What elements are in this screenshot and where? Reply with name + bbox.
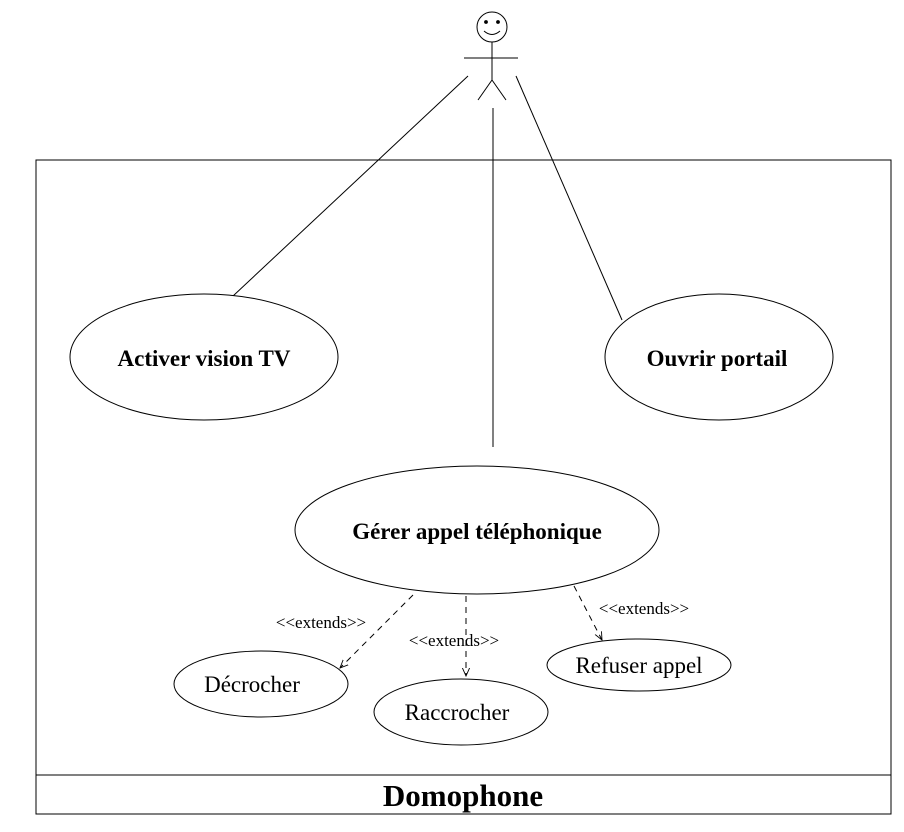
actor-head [476,11,508,43]
usecase-ouvrir-portail-label: Ouvrir portail [647,346,788,371]
actor-right-eye [496,20,500,24]
usecase-raccrocher-label: Raccrocher [405,700,510,725]
usecase-gerer-appel-label: Gérer appel téléphonique [352,519,602,544]
system-boundary: Domophone [35,159,892,815]
actor-smile [483,30,501,35]
usecase-activer-vision-tv-label: Activer vision TV [118,346,291,371]
usecase-refuser-appel[interactable]: Refuser appel [546,638,732,692]
usecase-raccrocher[interactable]: Raccrocher [373,678,549,746]
usecase-activer-vision-tv[interactable]: Activer vision TV [69,293,339,421]
extends-label-raccrocher: <<extends>> [409,631,499,650]
extend-arrow-refuser [573,585,602,640]
association-activer-tv [232,75,469,297]
association-ouvrir-portail [515,75,623,321]
actor-right-leg [491,79,507,101]
usecase-refuser-appel-label: Refuser appel [575,653,702,678]
actor-left-eye [484,20,488,24]
usecase-gerer-appel[interactable]: Gérer appel téléphonique [294,465,660,595]
usecase-decrocher-label: Décrocher [204,672,300,697]
stick-figure-actor-icon[interactable] [464,11,518,101]
usecase-ouvrir-portail[interactable]: Ouvrir portail [604,293,834,421]
system-title: Domophone [383,778,543,813]
extends-label-refuser: <<extends>> [599,599,689,618]
actor-left-leg [477,79,493,101]
extends-label-decrocher: <<extends>> [276,613,366,632]
usecase-decrocher[interactable]: Décrocher [173,650,349,718]
